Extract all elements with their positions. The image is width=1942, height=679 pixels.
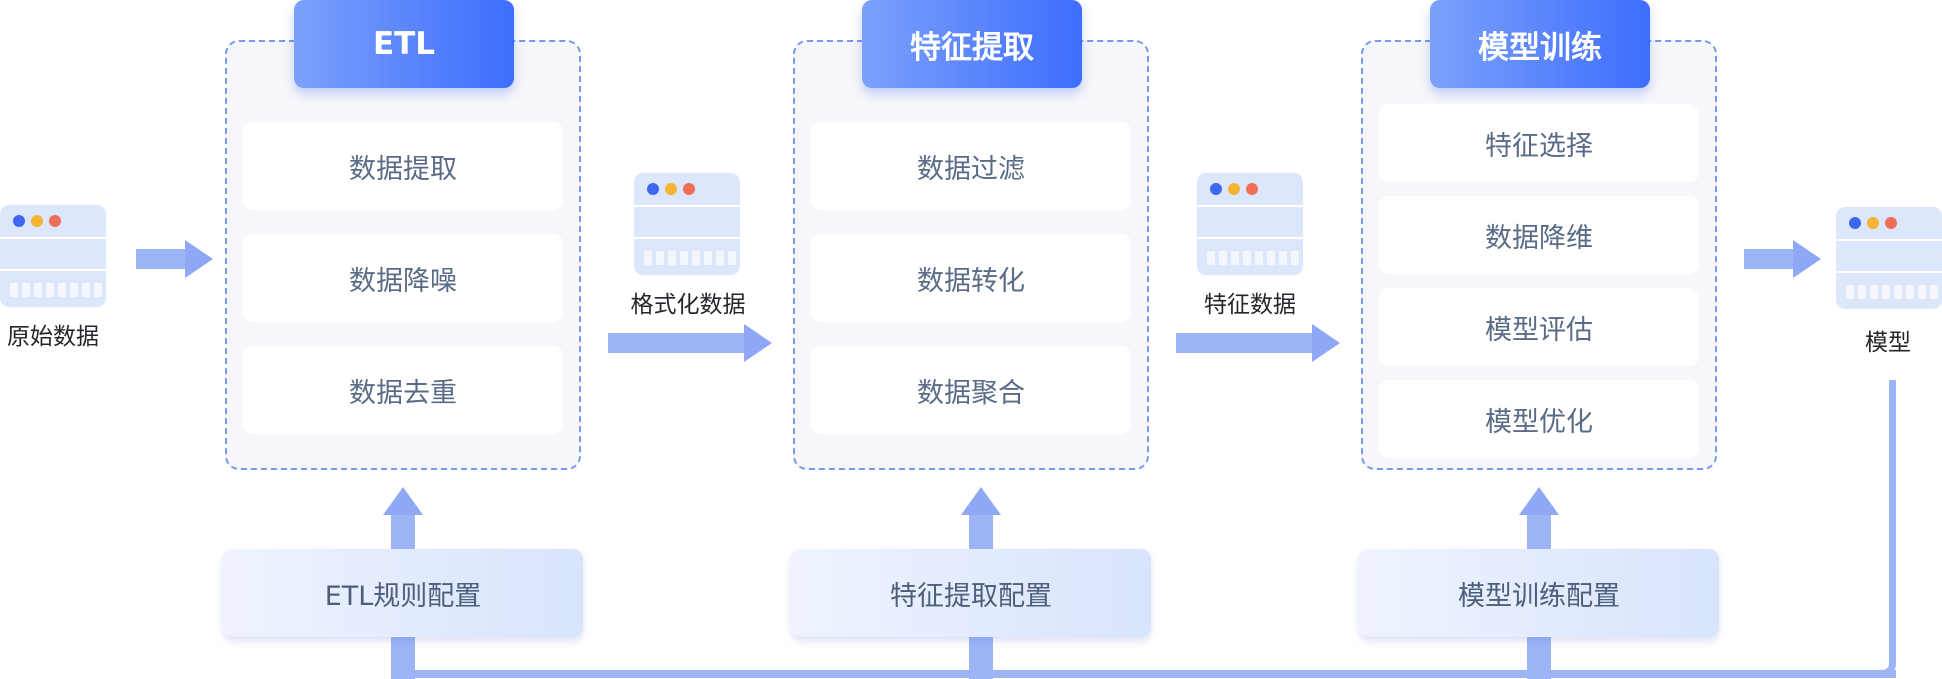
- stage-model-training: 特征选择 数据降维 模型评估 模型优化: [1361, 40, 1717, 470]
- formatted-data-label: 格式化数据: [630, 292, 746, 318]
- arrow-feature-to-training-shaft: [1176, 333, 1313, 353]
- model-label: 模型: [1865, 330, 1911, 356]
- arrow-training-config-head: [1519, 487, 1559, 515]
- step-data-transform: 数据转化: [811, 234, 1131, 322]
- step-data-aggregate: 数据聚合: [811, 346, 1131, 434]
- arrow-training-to-model-head: [1793, 240, 1821, 278]
- etl-rule-config[interactable]: ETL规则配置: [223, 549, 583, 637]
- step-dimension-reduction: 数据降维: [1379, 196, 1699, 274]
- stage-feature-extraction-header: 特征提取: [862, 0, 1082, 88]
- raw-data-label: 原始数据: [7, 324, 99, 350]
- arrow-feature-to-training-head: [1312, 324, 1340, 362]
- model-training-config[interactable]: 模型训练配置: [1359, 549, 1719, 637]
- stage-etl: 数据提取 数据降噪 数据去重: [225, 40, 581, 470]
- step-data-filter: 数据过滤: [811, 122, 1131, 210]
- raw-data-icon: [0, 205, 106, 307]
- feature-data-label: 特征数据: [1204, 292, 1296, 318]
- feature-data-icon: [1197, 173, 1303, 275]
- formatted-data-icon: [634, 173, 740, 275]
- step-feature-selection: 特征选择: [1379, 104, 1699, 182]
- arrow-etl-to-feature-shaft: [608, 333, 745, 353]
- arrow-raw-to-etl-shaft: [136, 249, 186, 269]
- model-icon: [1836, 207, 1942, 309]
- arrow-etl-config-head: [383, 487, 423, 515]
- feedback-line-horizontal: [391, 670, 1896, 678]
- arrow-etl-config-shaft: [391, 515, 415, 549]
- feature-extraction-config[interactable]: 特征提取配置: [791, 549, 1151, 637]
- feedback-line-from-model: [1880, 380, 1896, 678]
- stage-etl-header: ETL: [294, 0, 514, 88]
- arrow-raw-to-etl-head: [185, 240, 213, 278]
- stage-feature-extraction: 数据过滤 数据转化 数据聚合: [793, 40, 1149, 470]
- step-model-optimization: 模型优化: [1379, 380, 1699, 458]
- arrow-etl-to-feature-head: [744, 324, 772, 362]
- step-data-denoise: 数据降噪: [243, 234, 563, 322]
- arrow-training-config-shaft: [1527, 515, 1551, 549]
- step-data-dedup: 数据去重: [243, 346, 563, 434]
- arrow-feature-config-head: [961, 487, 1001, 515]
- arrow-feature-config-shaft: [969, 515, 993, 549]
- step-data-extract: 数据提取: [243, 122, 563, 210]
- step-model-evaluation: 模型评估: [1379, 288, 1699, 366]
- arrow-training-to-model-shaft: [1744, 249, 1794, 269]
- stage-model-training-header: 模型训练: [1430, 0, 1650, 88]
